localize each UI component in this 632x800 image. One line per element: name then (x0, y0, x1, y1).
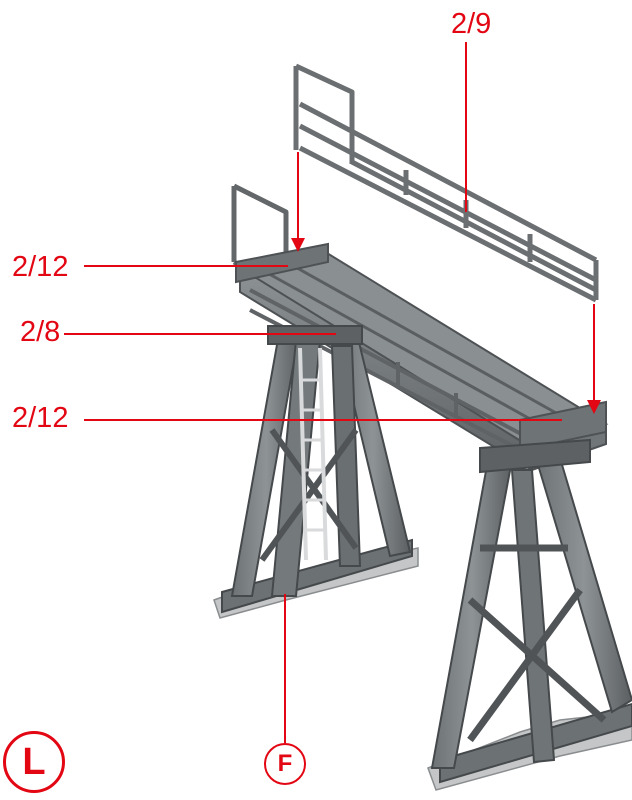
detached-railing (293, 63, 599, 303)
callout-label-lower-post: 2/12 (12, 402, 69, 434)
left-trestle (213, 325, 419, 619)
callout-arrowheads (291, 238, 601, 414)
callout-label-upper-post: 2/12 (12, 251, 69, 283)
callout-label-side-rail: 2/8 (20, 316, 61, 348)
walkway-beam (235, 242, 609, 472)
arrowhead-left-icon (291, 238, 305, 252)
callout-lines (64, 42, 595, 743)
callout-label-railing: 2/9 (451, 8, 492, 40)
sub-part-badge: F (264, 743, 306, 785)
arrowhead-right-icon (587, 400, 601, 414)
step-letter-badge: L (3, 731, 65, 793)
right-trestle (427, 438, 632, 791)
